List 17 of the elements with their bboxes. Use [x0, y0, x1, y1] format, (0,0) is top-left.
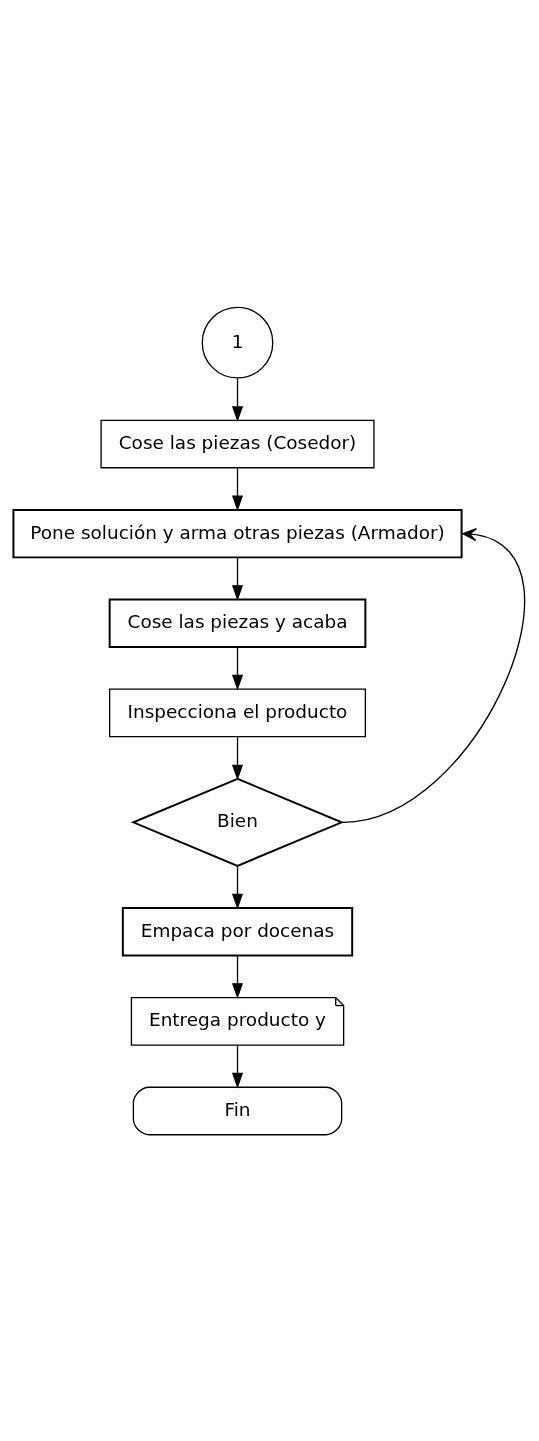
arrow: [231, 864, 244, 910]
node-box: Empaca por docenas: [121, 906, 354, 956]
node-box: Fin: [132, 1086, 343, 1135]
node-box: Cose las piezas y acaba: [108, 598, 367, 648]
node-box: Inspecciona el producto: [109, 688, 367, 737]
arrow: [231, 954, 244, 999]
node-circle: 1: [201, 306, 274, 379]
node-diamond: Bien: [130, 777, 345, 867]
arrow: [231, 467, 244, 511]
arrow: [231, 735, 244, 781]
arrow: [231, 377, 244, 422]
arrow: [231, 1044, 244, 1089]
arrow: [342, 527, 525, 823]
node-box: Cose las piezas (Cosedor): [100, 419, 375, 468]
arrow: [231, 646, 244, 691]
node-box: Pone solución y arma otras piezas (Armador): [12, 508, 463, 558]
arrow: [231, 556, 244, 601]
